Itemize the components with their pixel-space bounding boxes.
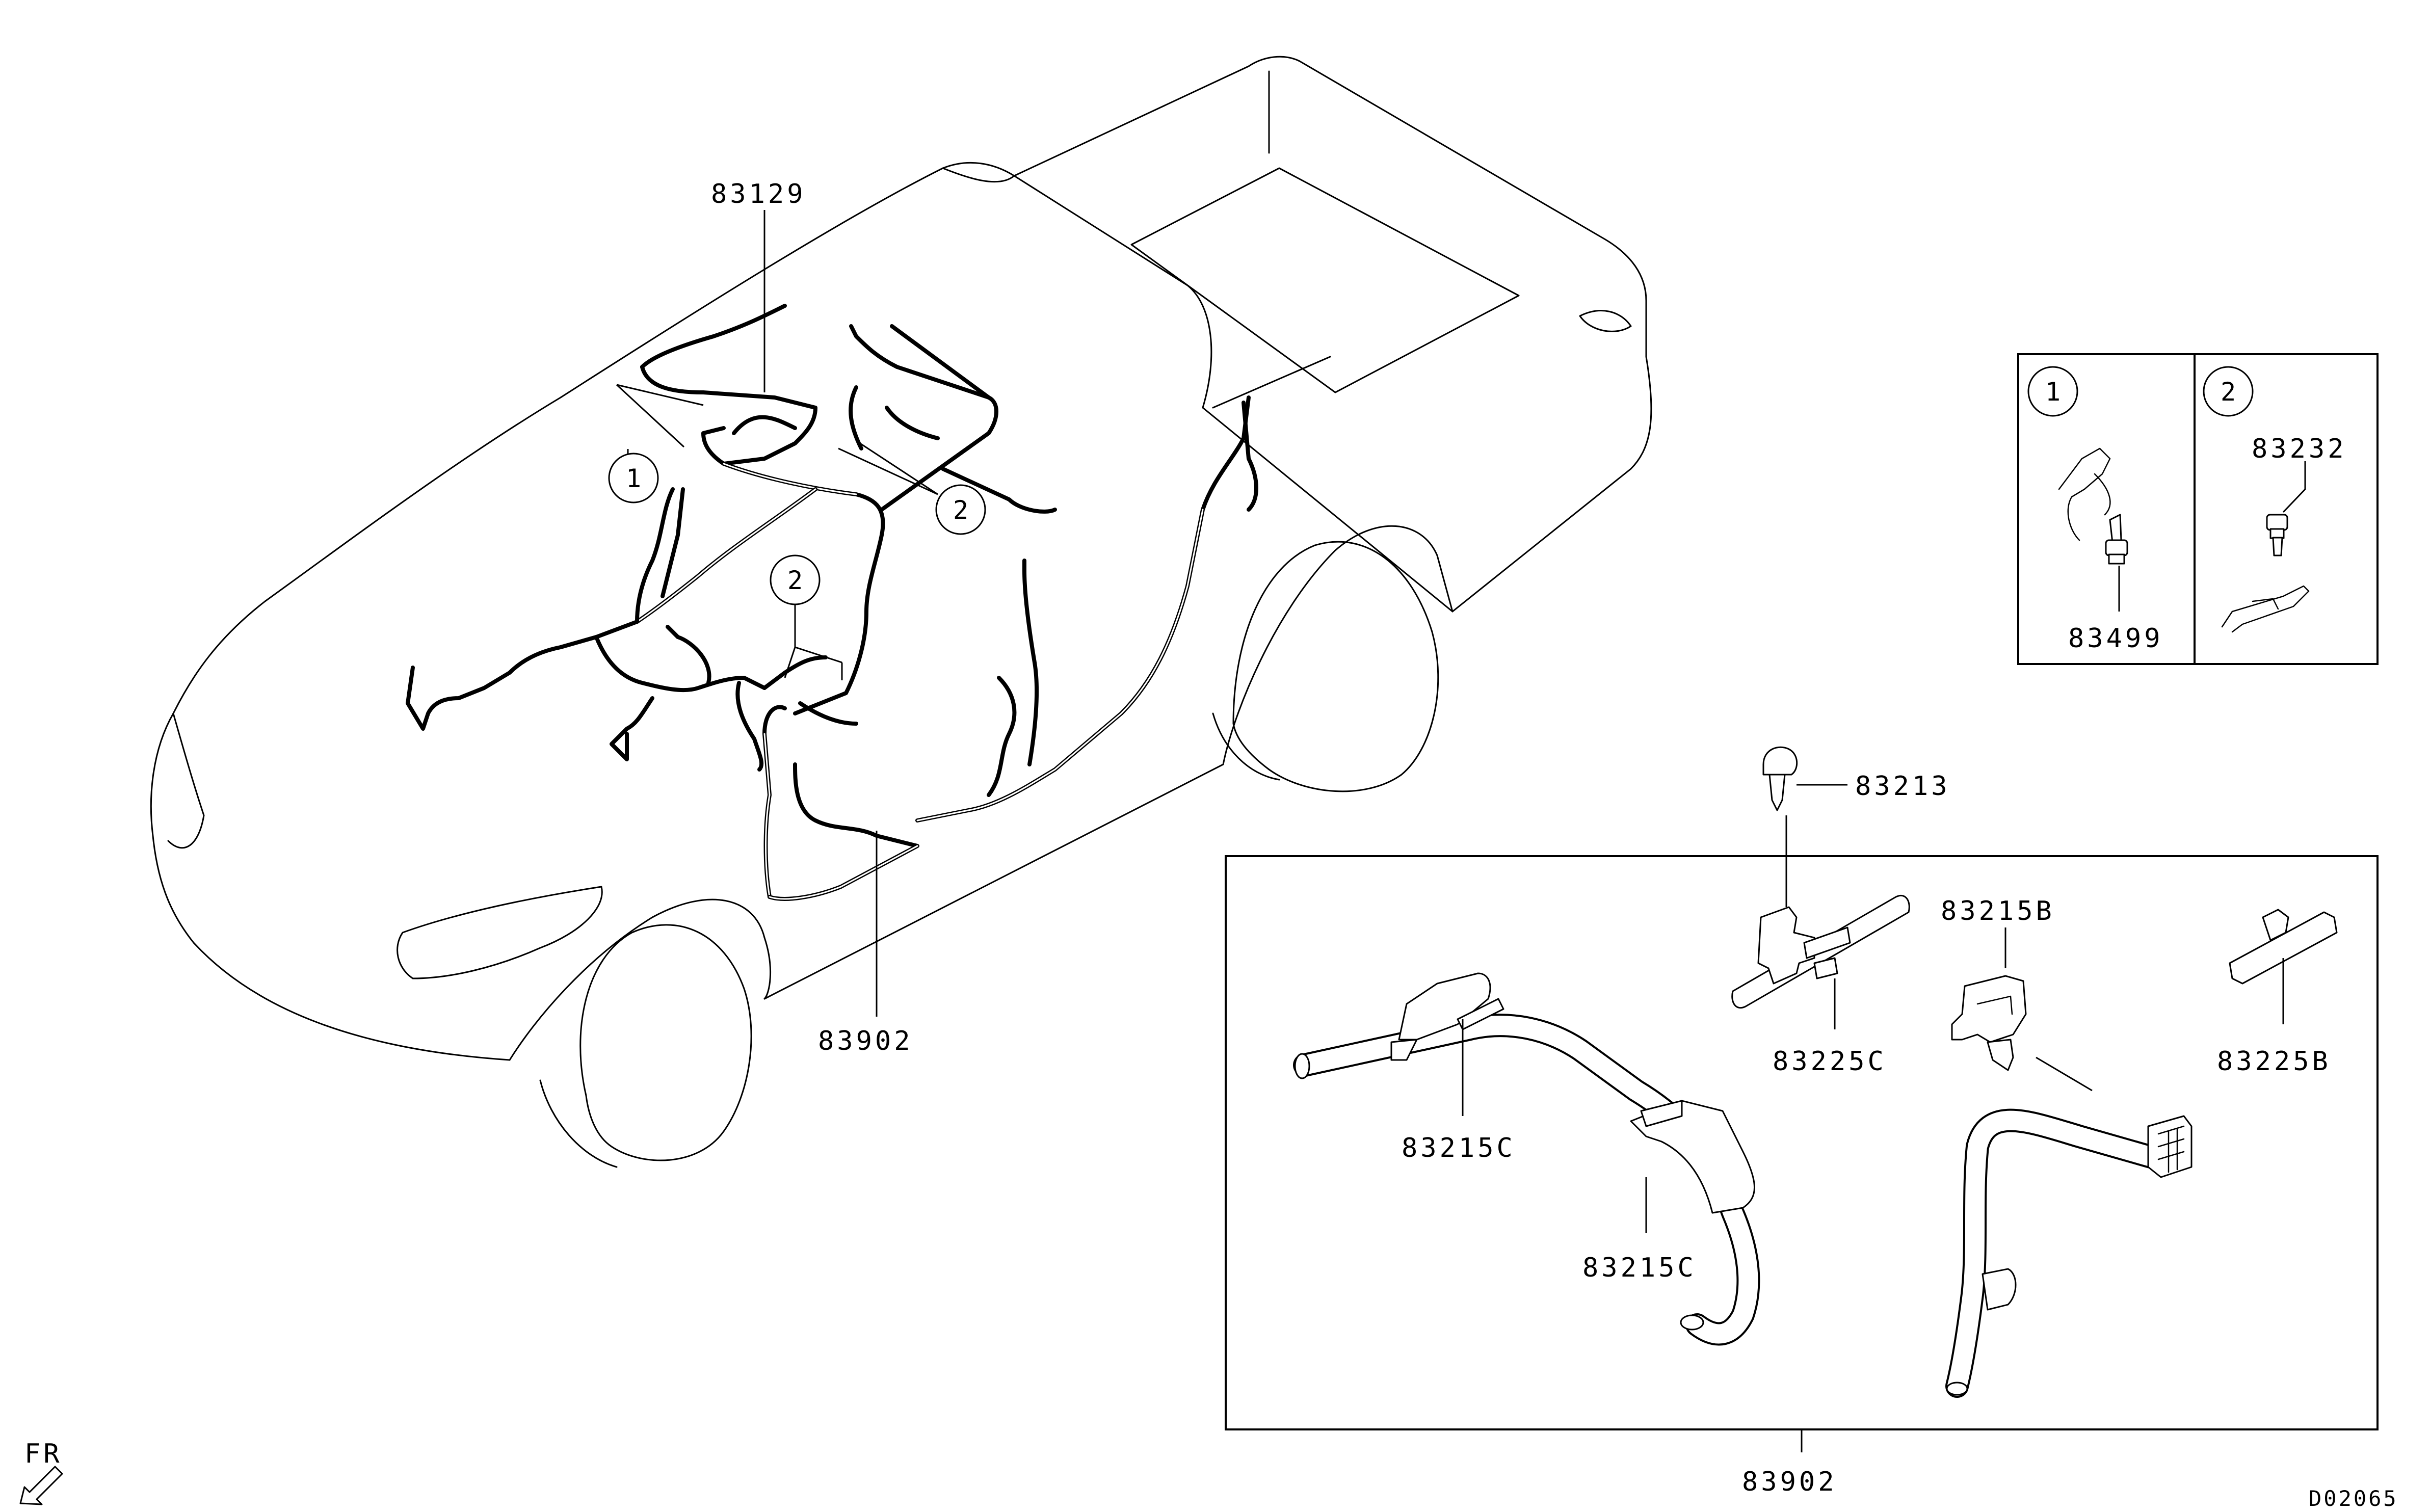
svg-text:2: 2 xyxy=(2221,377,2236,407)
clip-83225B xyxy=(2229,909,2338,985)
callout-1-main xyxy=(608,453,659,503)
svg-text:1: 1 xyxy=(626,464,641,493)
bolt-83499 xyxy=(2105,514,2128,565)
svg-text:2: 2 xyxy=(787,566,803,595)
label-83225C: 83225C xyxy=(1773,1046,1887,1077)
label-83129: 83129 xyxy=(711,179,806,209)
harness-detail-box: 83902 83213 83225C 83215B xyxy=(1225,746,2379,1497)
screw-83213 xyxy=(1762,746,1798,811)
protector-83215C-b xyxy=(1630,1100,1755,1214)
clip-83215B xyxy=(1951,975,2027,1071)
callout-2-main-upper xyxy=(935,484,986,535)
svg-text:2: 2 xyxy=(953,495,968,525)
callout-2-detail xyxy=(2203,366,2254,417)
harness-tube-right xyxy=(1945,1108,2193,1398)
front-direction-indicator: FR xyxy=(19,1439,63,1505)
connector-icon xyxy=(2147,1115,2193,1178)
bolt-83232 xyxy=(2266,514,2288,556)
label-83215C-a: 83215C xyxy=(1402,1133,1516,1163)
callout-1-detail xyxy=(2027,366,2078,417)
fr-arrow-icon xyxy=(19,1466,63,1505)
label-83902-main: 83902 xyxy=(818,1026,913,1056)
clip-83225C xyxy=(1731,894,1910,1009)
protector-83215C-a xyxy=(1390,972,1504,1061)
label-83225B: 83225B xyxy=(2217,1046,2331,1077)
diagram-code: D02065 xyxy=(2309,1486,2398,1511)
bracket-panel-1 xyxy=(2058,447,2111,541)
callout-2-main-lower xyxy=(770,554,821,605)
harness-tube-left xyxy=(1293,1014,1760,1346)
svg-text:1: 1 xyxy=(2045,377,2061,407)
vehicle-outline xyxy=(150,56,1652,1168)
label-83902-box: 83902 xyxy=(1742,1467,1837,1497)
label-83232: 83232 xyxy=(2252,434,2347,464)
main-labels: 83129 83902 1 2 2 xyxy=(608,179,986,1056)
label-83499: 83499 xyxy=(2068,623,2163,654)
fr-label: FR xyxy=(24,1439,63,1469)
fastener-detail-box: 1 83499 2 83232 xyxy=(2017,353,2379,665)
bracket-panel-2 xyxy=(2221,585,2310,633)
wiring-harness-83902 xyxy=(406,304,1258,901)
label-83215C-b: 83215C xyxy=(1582,1253,1697,1283)
label-83213: 83213 xyxy=(1855,771,1950,802)
label-83215B: 83215B xyxy=(1941,896,2055,926)
